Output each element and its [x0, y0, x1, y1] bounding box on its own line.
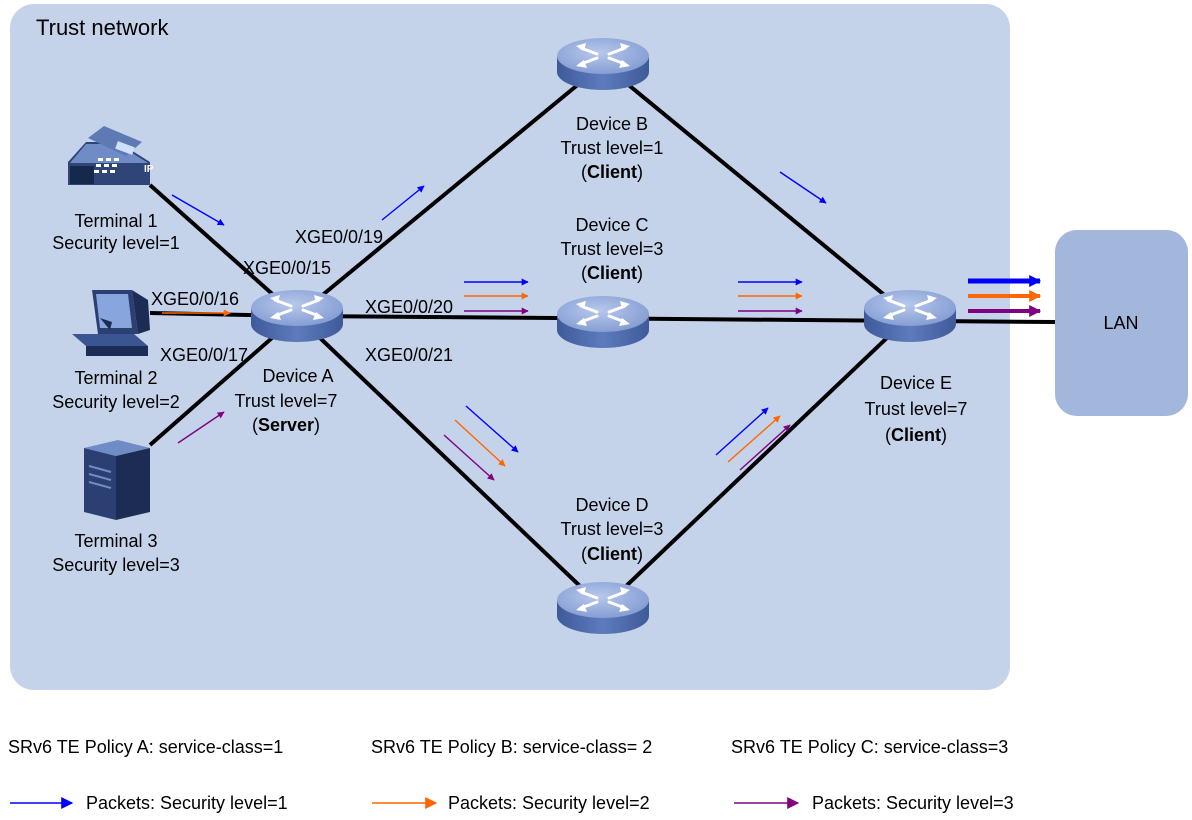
- legend-level2-label: Packets: Security level=2: [448, 793, 650, 813]
- interface-label-xge17: XGE0/0/17: [160, 345, 249, 365]
- device-a-trust: Trust level=7: [234, 391, 338, 411]
- ip-phone-icon[interactable]: IP: [68, 126, 154, 185]
- device-c-name: Device C: [575, 215, 649, 235]
- router-icon-device-e[interactable]: [862, 288, 958, 344]
- device-d-name: Device D: [575, 495, 649, 515]
- arrow-a-d-level1: [465, 405, 519, 453]
- device-d-role: (Client): [580, 544, 644, 564]
- router-icon-device-a[interactable]: [249, 288, 345, 344]
- terminal-3-name: Terminal 3: [74, 531, 158, 551]
- arrow-t1-level1: [171, 194, 225, 226]
- legend-level1-label: Packets: Security level=1: [86, 793, 288, 813]
- arrow-d-e-level2: [727, 415, 781, 463]
- device-d-trust: Trust level=3: [560, 519, 664, 539]
- arrow-b-e-level1: [779, 171, 827, 204]
- arrow-a-b-level1: [381, 185, 425, 221]
- link-d-e: [601, 314, 912, 610]
- interface-label-xge15: XGE0/0/15: [243, 258, 332, 278]
- link-b-e: [601, 62, 912, 318]
- router-icon-device-c[interactable]: [555, 294, 651, 350]
- svg-text:IP: IP: [144, 164, 154, 175]
- device-c-role: (Client): [580, 263, 644, 283]
- policy-b-text: SRv6 TE Policy B: service-class= 2: [371, 737, 653, 757]
- interface-label-xge19: XGE0/0/19: [295, 227, 384, 247]
- interface-label-xge21: XGE0/0/21: [365, 345, 454, 365]
- trust-network-title: Trust network: [36, 15, 169, 40]
- legend-level3-label: Packets: Security level=3: [812, 793, 1014, 813]
- arrow-t3-level3: [177, 411, 225, 444]
- arrow-d-e-level3: [739, 424, 791, 471]
- terminal-1-security: Security level=1: [52, 233, 180, 253]
- traffic-arrows: [162, 171, 827, 481]
- device-b-trust: Trust level=1: [560, 138, 664, 158]
- arrow-a-d-level3: [443, 434, 495, 481]
- terminal-2-security: Security level=2: [52, 392, 180, 412]
- policy-a-text: SRv6 TE Policy A: service-class=1: [8, 737, 284, 757]
- arrow-a-d-level2: [454, 419, 506, 467]
- trust-network-zone: [10, 4, 1010, 690]
- terminal-3-security: Security level=3: [52, 555, 180, 575]
- device-a-role: (Server): [251, 415, 321, 435]
- server-tower-icon[interactable]: [84, 440, 150, 520]
- device-a-name: Device A: [262, 366, 334, 386]
- router-icon-device-d[interactable]: [555, 580, 651, 636]
- device-e-trust: Trust level=7: [864, 399, 968, 419]
- device-e-name: Device E: [879, 373, 953, 393]
- device-e-role: (Client): [884, 425, 948, 445]
- lan-label: LAN: [1103, 313, 1139, 333]
- arrow-d-e-level1: [715, 407, 769, 456]
- device-c-trust: Trust level=3: [560, 239, 664, 259]
- policy-c-text: SRv6 TE Policy C: service-class=3: [731, 737, 1009, 757]
- device-b-role: (Client): [580, 162, 644, 182]
- link-a-d: [295, 314, 605, 610]
- router-icon-device-b[interactable]: [555, 36, 651, 92]
- lan-arrows: [968, 275, 1042, 317]
- device-b-name: Device B: [575, 114, 649, 134]
- interface-label-xge16: XGE0/0/16: [151, 289, 240, 309]
- pc-icon[interactable]: [72, 290, 150, 356]
- terminal-1-name: Terminal 1: [74, 211, 158, 231]
- link-a-b: [295, 62, 605, 318]
- interface-label-xge20: XGE0/0/20: [365, 297, 454, 317]
- terminal-2-name: Terminal 2: [74, 368, 158, 388]
- lan-box[interactable]: [1055, 230, 1188, 416]
